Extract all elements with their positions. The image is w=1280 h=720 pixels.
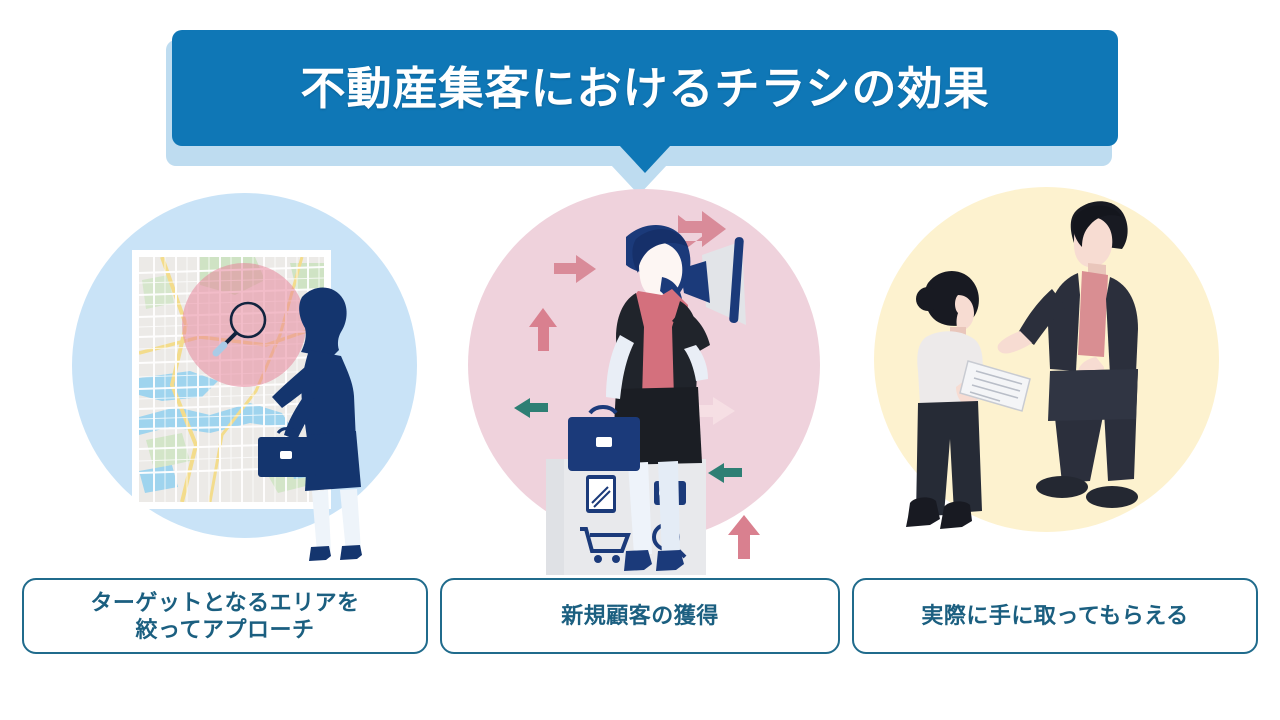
- woman-shoes: [309, 545, 362, 561]
- panel-targeted-area: [50, 185, 440, 575]
- flyer-icon: [959, 360, 1031, 412]
- woman-legs: [312, 489, 361, 553]
- arrow-icon: [708, 463, 742, 483]
- panel-row: [0, 185, 1280, 575]
- briefcase-icon: [258, 427, 316, 477]
- page-title: 不動産集客におけるチラシの効果: [300, 62, 990, 114]
- shopping-cart-icon: [580, 527, 631, 563]
- panel-new-customers: [450, 185, 840, 575]
- man-figure: [997, 201, 1138, 508]
- caption-row: ターゲットとなるエリアを 絞ってアプローチ 新規顧客の獲得 実際に手に取ってもら…: [0, 578, 1280, 660]
- arrow-icon: [728, 515, 760, 559]
- illustration-woman-with-megaphone-and-arrows: [514, 211, 760, 575]
- title-banner-body: 不動産集客におけるチラシの効果: [172, 30, 1118, 146]
- caption-label: 実際に手に取ってもらえる: [921, 603, 1189, 629]
- illustration-woman-handing-flyer-to-man: [906, 201, 1138, 529]
- caption-box-new-customers[interactable]: 新規顧客の獲得: [440, 578, 840, 654]
- target-circle: [182, 263, 306, 387]
- arrow-icon-group: [514, 211, 760, 559]
- caption-label: 新規顧客の獲得: [561, 603, 719, 629]
- woman-with-megaphone: [568, 224, 710, 571]
- woman-silhouette: [272, 287, 361, 491]
- illustration-woman-with-map-and-magnifier: [132, 250, 362, 561]
- arrow-icon: [554, 255, 596, 283]
- tablet-icon: [586, 475, 616, 513]
- caption-label: ターゲットとなるエリアを 絞ってアプローチ: [90, 589, 360, 643]
- woman-figure: [906, 271, 984, 529]
- panel-handing-flyer: [850, 185, 1240, 575]
- caption-box-handing-flyer[interactable]: 実際に手に取ってもらえる: [852, 578, 1258, 654]
- arrow-icon: [514, 398, 548, 418]
- arrow-icon: [529, 308, 557, 351]
- magnifier-icon: [212, 301, 267, 357]
- briefcase-icon: [568, 405, 640, 471]
- caption-box-targeted-area[interactable]: ターゲットとなるエリアを 絞ってアプローチ: [22, 578, 428, 654]
- title-banner: 不動産集客におけるチラシの効果: [166, 30, 1118, 180]
